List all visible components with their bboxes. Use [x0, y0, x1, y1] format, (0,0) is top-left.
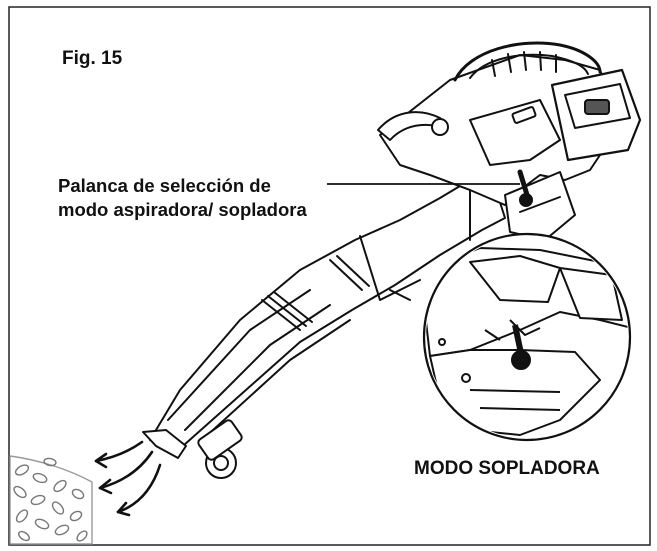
airflow-arrows [94, 440, 162, 517]
figure-number: Fig. 15 [62, 48, 123, 69]
figure-border [8, 6, 651, 546]
selector-lever-callout: Palanca de selección de modo aspiradora/… [58, 174, 307, 222]
leaves-pile [9, 455, 93, 545]
detail-magnifier-circle [422, 232, 632, 442]
callout-line-1: Palanca de selección de [58, 175, 271, 196]
leaf-blower-illustration [142, 41, 642, 479]
blower-mode-label: MODO SOPLADORA [414, 458, 600, 479]
callout-line-2: modo aspiradora/ sopladora [58, 199, 307, 220]
